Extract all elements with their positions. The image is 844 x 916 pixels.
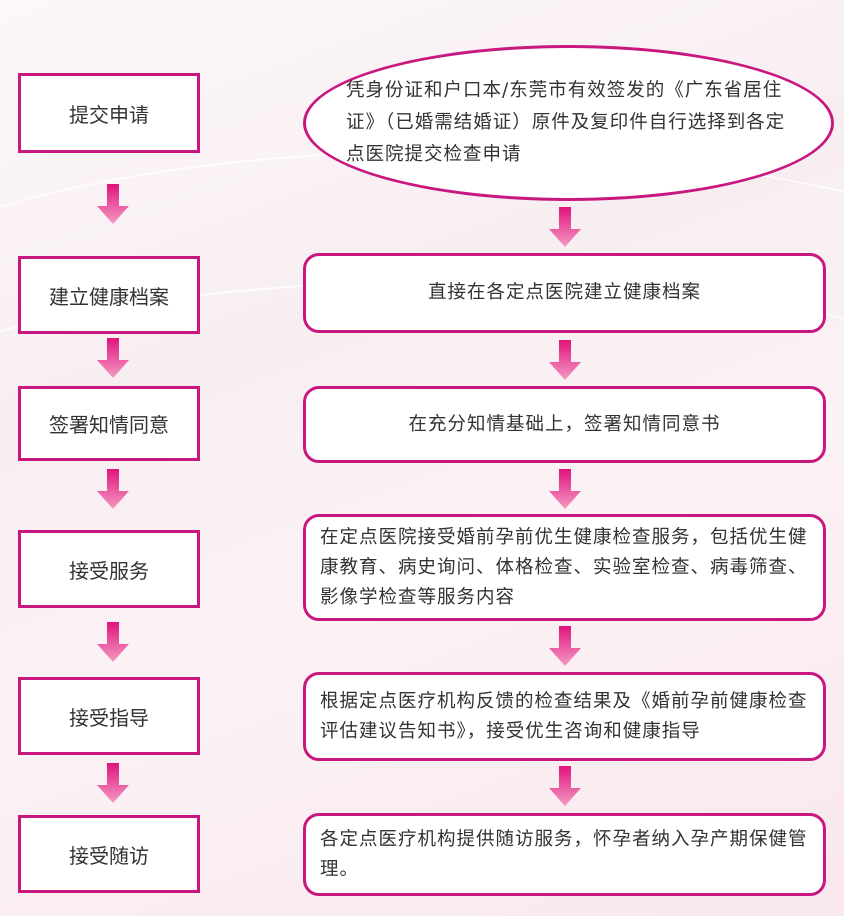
- step-label-record: 建立健康档案: [18, 256, 200, 334]
- down-arrow-icon: [548, 340, 582, 380]
- down-arrow-icon: [96, 469, 130, 509]
- down-arrow-icon: [96, 763, 130, 803]
- step-detail-service: 在定点医院接受婚前孕前优生健康检查服务，包括优生健康教育、病史询问、体格检查、实…: [303, 514, 826, 621]
- step-detail-text: 在定点医院接受婚前孕前优生健康检查服务，包括优生健康教育、病史询问、体格检查、实…: [320, 526, 808, 608]
- step-detail-followup: 各定点医疗机构提供随访服务，怀孕者纳入孕产期保健管理。: [303, 813, 826, 896]
- step-detail-text: 在充分知情基础上，签署知情同意书: [408, 413, 721, 435]
- step-detail-text: 根据定点医疗机构反馈的检查结果及《婚前孕前健康检查评估建议告知书》，接受优生咨询…: [320, 690, 808, 742]
- step-label-guidance: 接受指导: [18, 677, 200, 755]
- step-label-consent: 签署知情同意: [18, 386, 200, 461]
- step-detail-text: 凭身份证和户口本/东莞市有效签发的《广东省居住证》（已婚需结婚证）原件及复印件自…: [346, 80, 786, 165]
- step-detail-text: 各定点医疗机构提供随访服务，怀孕者纳入孕产期保健管理。: [320, 828, 808, 880]
- down-arrow-icon: [548, 626, 582, 666]
- down-arrow-icon: [548, 207, 582, 247]
- down-arrow-icon: [96, 338, 130, 378]
- down-arrow-icon: [96, 184, 130, 224]
- down-arrow-icon: [96, 622, 130, 662]
- step-detail-guidance: 根据定点医疗机构反馈的检查结果及《婚前孕前健康检查评估建议告知书》，接受优生咨询…: [303, 672, 826, 761]
- step-detail-record: 直接在各定点医院建立健康档案: [303, 253, 826, 333]
- step-label-service: 接受服务: [18, 530, 200, 608]
- step-label-followup: 接受随访: [18, 815, 200, 893]
- step-detail-submit: 凭身份证和户口本/东莞市有效签发的《广东省居住证》（已婚需结婚证）原件及复印件自…: [303, 45, 834, 201]
- down-arrow-icon: [548, 469, 582, 509]
- step-detail-consent: 在充分知情基础上，签署知情同意书: [303, 386, 826, 463]
- step-label-submit: 提交申请: [18, 73, 200, 153]
- step-detail-text: 直接在各定点医院建立健康档案: [427, 282, 701, 303]
- down-arrow-icon: [548, 766, 582, 806]
